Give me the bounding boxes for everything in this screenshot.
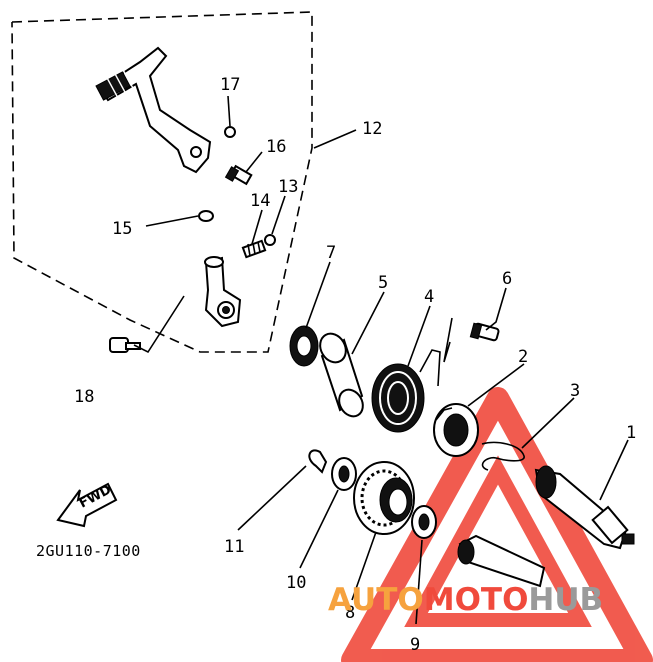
- ball-17: [224, 126, 236, 138]
- spring-14: [241, 239, 267, 259]
- bolt-16: [224, 164, 253, 186]
- callout-15: 15: [112, 219, 132, 239]
- callout-4: 4: [424, 287, 434, 307]
- callout-14: 14: [250, 191, 270, 211]
- clip-3: [481, 441, 525, 471]
- callout-6: 6: [502, 269, 512, 289]
- ball-13: [264, 234, 276, 246]
- watermark-part2: MOTO: [424, 582, 529, 618]
- callout-8: 8: [345, 603, 355, 623]
- callout-9: 9: [410, 635, 420, 655]
- callout-10: 10: [286, 573, 306, 593]
- bolt-18: [109, 337, 141, 353]
- watermark-part3: HUB: [528, 582, 603, 618]
- callout-13: 13: [278, 177, 298, 197]
- part-code: 2GU110-7100: [36, 542, 141, 560]
- clip-15: [198, 210, 214, 222]
- callout-5: 5: [378, 273, 388, 293]
- callout-18: 18: [74, 387, 94, 407]
- callout-12: 12: [362, 119, 382, 139]
- callout-1: 1: [626, 423, 636, 443]
- stopper-6: [469, 322, 500, 342]
- washer-9: [411, 505, 437, 539]
- callout-16: 16: [266, 137, 286, 157]
- ratchet-2: [433, 403, 479, 457]
- collar-5: [319, 332, 364, 418]
- callout-17: 17: [220, 75, 240, 95]
- oil-seal-7: [289, 325, 319, 367]
- leader-lines: [133, 95, 629, 625]
- shaft-end: [457, 534, 546, 588]
- callout-11: 11: [224, 537, 244, 557]
- torsion-spring-4: [371, 349, 441, 433]
- kick-axle-1: [534, 465, 635, 550]
- callout-3: 3: [570, 381, 580, 401]
- svg-text:AUTOMOTOHUB: AUTOMOTOHUB: [328, 582, 603, 618]
- callout-2: 2: [518, 347, 528, 367]
- washer-10: [331, 457, 357, 491]
- forward-direction-arrow: FWD: [56, 482, 118, 528]
- callout-7: 7: [326, 243, 336, 263]
- kick-gear-8: [353, 461, 415, 535]
- kick-crank-lever: [95, 46, 212, 174]
- watermark-part1: AUTO: [328, 582, 424, 618]
- kick-boss: [204, 256, 242, 328]
- circlip-11: [308, 449, 328, 474]
- callout-numbers: 1 2 3 4 5 6 7 8 9 10 11 12 13 14 15 16 1…: [74, 75, 636, 655]
- kick-crank-assembly-outline: [11, 11, 313, 353]
- watermark-text: AUTOMOTOHUB: [328, 582, 603, 618]
